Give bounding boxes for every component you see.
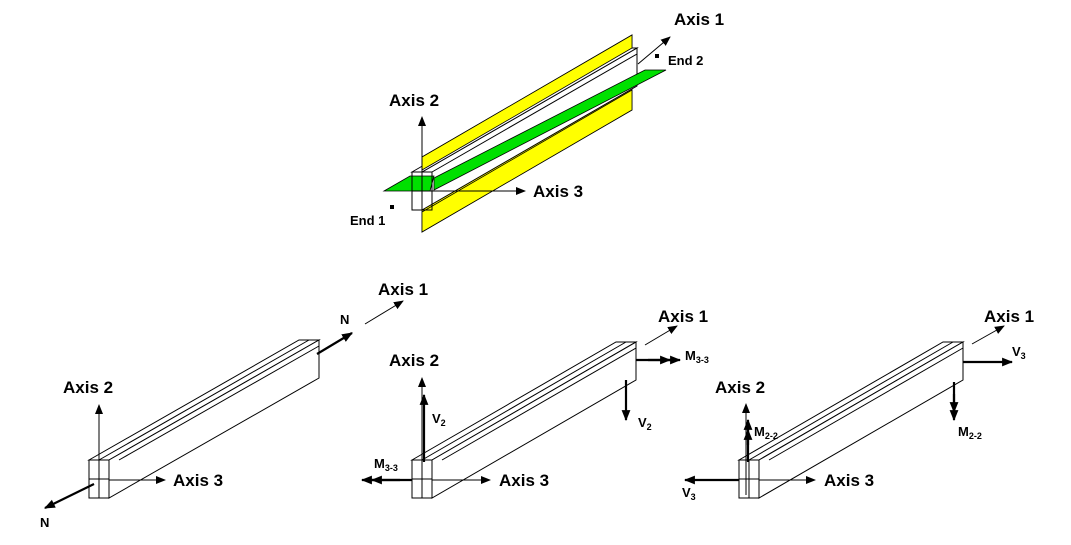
panel1-n-end-arrow	[316, 332, 353, 355]
panel-shear3-moment22: Axis 1 Axis 2 Axis 3 M2-2 M2-2 V3 V3	[682, 307, 1034, 502]
axis2-plane-yellow-bottom	[421, 89, 633, 233]
panel1-axis3-label: Axis 3	[173, 471, 223, 490]
panel2-axis2-label: Axis 2	[389, 351, 439, 370]
end2-label: End 2	[668, 53, 703, 68]
panel2-m33-end-label: M3-3	[685, 348, 709, 365]
panel3-beam	[737, 341, 965, 499]
panel2-v2-end-label: V2	[638, 415, 652, 432]
panel1-n-start-arrow	[44, 483, 95, 509]
panel-shear2-moment33: Axis 1 Axis 2 Axis 3 V2 V2 M3-3 M3-3	[360, 307, 709, 499]
panel2-axis1-label: Axis 1	[658, 307, 708, 326]
panel2-m33-label: M3-3	[374, 456, 398, 473]
axis3-plane-green	[382, 175, 435, 192]
top-axis3-label: Axis 3	[533, 182, 583, 201]
end2-marker	[655, 54, 659, 58]
panel2-beam	[410, 341, 638, 499]
panel1-beam	[87, 339, 321, 499]
top-axis1-label: Axis 1	[674, 10, 724, 29]
panel1-n-bottom-label: N	[40, 515, 49, 530]
panel-axial-force: Axis 1 Axis 2 Axis 3 N N	[40, 280, 428, 530]
top-figure: Axis 1 Axis 2 Axis 3 End 1 End 2	[350, 10, 724, 233]
panel2-axis3-label: Axis 3	[499, 471, 549, 490]
top-axis1-arrow	[637, 36, 671, 65]
panel3-m22-end-label: M2-2	[958, 424, 982, 441]
panel2-axis1-arrow	[644, 325, 678, 346]
end1-marker	[390, 205, 394, 209]
panel3-m22-label: M2-2	[754, 424, 778, 441]
panel1-axis1-label: Axis 1	[378, 280, 428, 299]
end1-label: End 1	[350, 213, 385, 228]
panel1-axis2-label: Axis 2	[63, 378, 113, 397]
panel1-axis1-arrow	[364, 300, 404, 325]
panel3-axis1-label: Axis 1	[984, 307, 1034, 326]
axis3-plane-green-strip	[433, 69, 667, 191]
panel1-n-top-label: N	[340, 312, 349, 327]
panel3-axis1-arrow	[971, 325, 1005, 345]
panel3-v3-label: V3	[682, 485, 696, 502]
panel3-axis3-label: Axis 3	[824, 471, 874, 490]
panel3-v3-end-label: V3	[1012, 344, 1026, 361]
panel3-axis2-label: Axis 2	[715, 378, 765, 397]
top-beam	[410, 47, 639, 211]
panel2-v2-label: V2	[432, 411, 446, 428]
top-axis2-label: Axis 2	[389, 91, 439, 110]
